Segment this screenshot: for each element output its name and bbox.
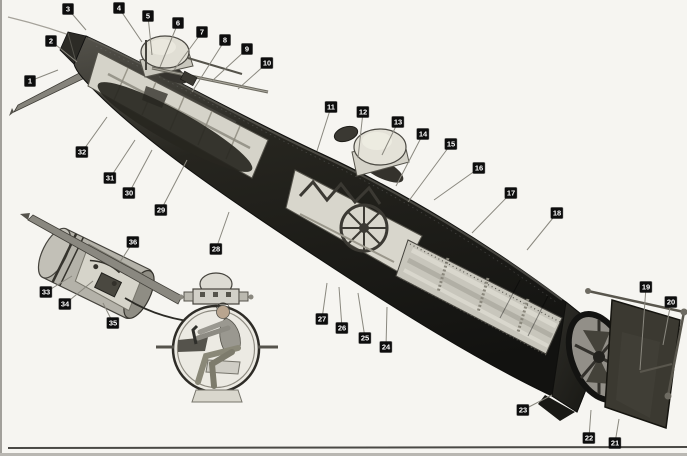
cross-section-hatch: [178, 272, 254, 305]
leader-line-21: [614, 418, 620, 444]
leader-line-22: [588, 409, 592, 439]
skeg: [538, 395, 575, 421]
leader-line-3: [67, 8, 87, 31]
leader-line-13: [381, 121, 399, 156]
leader-line-16: [433, 167, 480, 201]
bow-cutwater: [59, 31, 87, 65]
leader-line-1: [29, 69, 59, 82]
bow-torpedo-inset: [20, 213, 206, 324]
leader-line-25: [357, 292, 366, 339]
leader-line-8: [191, 39, 226, 93]
leader-line-20: [662, 301, 672, 346]
open-hatch-lid: [333, 125, 359, 143]
leader-line-26: [338, 286, 343, 329]
leader-line-7: [173, 31, 203, 71]
main-submarine: [7, 16, 687, 430]
leader-line-31: [109, 139, 136, 179]
leader-line-5: [147, 15, 153, 56]
leader-line-14: [395, 133, 424, 187]
ballast-wedge: [178, 337, 208, 352]
air-box-pipes: [151, 57, 269, 94]
leader-line-11: [316, 106, 332, 152]
leader-line-28: [215, 211, 230, 250]
leader-line-19: [639, 286, 647, 371]
leader-line-4: [118, 7, 143, 43]
leader-line-27: [321, 282, 328, 320]
aft-cutaway-interior: [395, 239, 563, 357]
hull-plate-seams: [499, 279, 549, 337]
leader-line-15: [407, 143, 452, 203]
leader-line-24: [385, 306, 388, 348]
mid-cutaway-interior: [285, 169, 423, 275]
leader-line-29: [160, 159, 188, 211]
leader-line-18: [526, 212, 558, 251]
leader-line-9: [211, 48, 248, 82]
display-stand: [191, 389, 243, 403]
forward-ballast-tank: [97, 82, 253, 172]
cross-section-inset: [156, 272, 278, 403]
leader-line-6: [159, 22, 179, 68]
leader-line-10: [237, 62, 268, 90]
leader-line-12: [357, 111, 364, 159]
leader-line-32: [81, 116, 108, 153]
leader-line-30: [128, 149, 153, 194]
stern-dive-plane-frame: [585, 288, 687, 400]
stern-assembly: [538, 288, 687, 430]
leader-line-17: [471, 192, 512, 234]
crewman: [191, 302, 241, 389]
aft-conning-tower: [333, 125, 410, 183]
